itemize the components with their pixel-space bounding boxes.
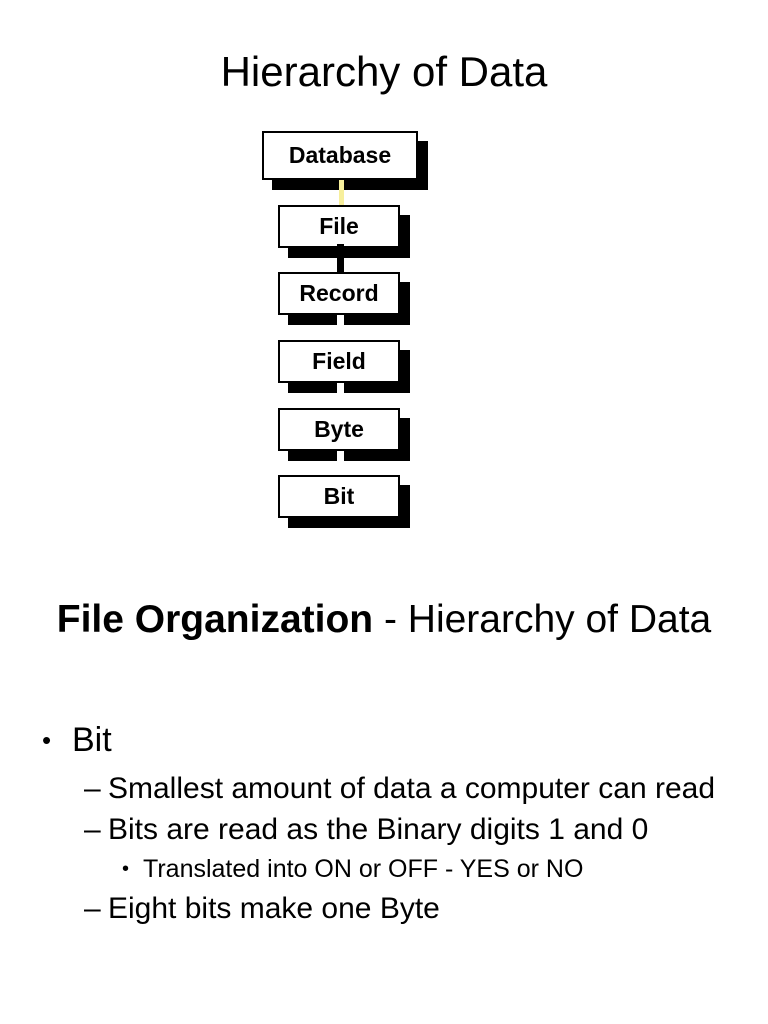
database-box-label: Database: [288, 142, 392, 168]
body-heading-bold: File Organization: [56, 598, 374, 641]
record-box-label: Record: [299, 280, 379, 306]
byte-box[interactable]: Byte: [278, 408, 400, 451]
outline-subitem-translated: • Translated into ON or OFF - YES or NO: [0, 850, 768, 888]
outline-item-bit-label: Bit: [72, 721, 112, 759]
bit-box-label: Bit: [323, 483, 355, 509]
outline-subitem-binary: – Bits are read as the Binary digits 1 a…: [0, 809, 728, 850]
field-box[interactable]: Field: [278, 340, 400, 383]
outline-subitem-smallest: – Smallest amount of data a computer can…: [0, 768, 728, 809]
file-box[interactable]: File: [278, 205, 400, 248]
outline-subitem-eightbits-label: Eight bits make one Byte: [108, 892, 440, 925]
body-heading-rest: - Hierarchy of Data: [373, 598, 712, 641]
byte-box-label: Byte: [314, 416, 364, 442]
database-box[interactable]: Database: [262, 131, 418, 180]
connector-field-byte: [337, 379, 344, 411]
outline-subitem-translated-label: Translated into ON or OFF - YES or NO: [143, 855, 584, 883]
file-box-label: File: [319, 213, 359, 239]
outline-list: • Bit – Smallest amount of data a comput…: [0, 718, 768, 929]
connector-file-record: [337, 244, 344, 274]
outline-subitem-eightbits: – Eight bits make one Byte: [0, 888, 728, 929]
outline-subitem-binary-label: Bits are read as the Binary digits 1 and…: [108, 813, 649, 846]
outline-subitem-smallest-label: Smallest amount of data a computer can r…: [108, 772, 716, 805]
record-box[interactable]: Record: [278, 272, 400, 315]
bullet-level2-icon: –: [84, 892, 101, 925]
connector-record-field: [337, 311, 344, 343]
outline-item-bit: • Bit: [0, 718, 768, 762]
slide-title: Hierarchy of Data: [220, 48, 548, 95]
hierarchy-diagram: Database File Record Field Byte Bit: [0, 125, 768, 545]
bullet-level2-icon: –: [84, 772, 101, 805]
body-heading: File Organization - Hierarchy of Data: [28, 592, 740, 647]
connector-database-file: [339, 180, 344, 205]
connector-byte-bit: [337, 447, 344, 479]
bullet-level3-icon: •: [122, 858, 130, 880]
bit-box[interactable]: Bit: [278, 475, 400, 518]
field-box-label: Field: [312, 348, 366, 374]
bullet-level2-icon: –: [84, 813, 101, 846]
bullet-level1-icon: •: [42, 725, 52, 755]
